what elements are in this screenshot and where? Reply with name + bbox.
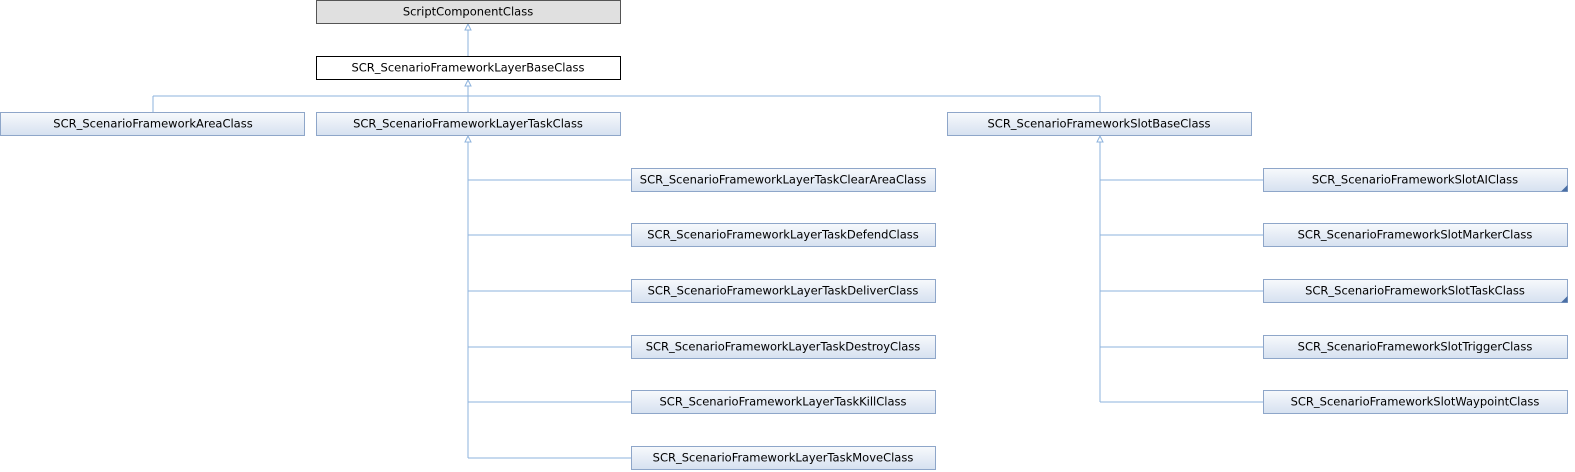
class-node-task-deliver[interactable]: SCR_ScenarioFrameworkLayerTaskDeliverCla… — [631, 279, 936, 303]
has-subclasses-indicator-icon — [1561, 185, 1568, 192]
class-node-task-kill[interactable]: SCR_ScenarioFrameworkLayerTaskKillClass — [631, 390, 936, 414]
class-node-label: SCR_ScenarioFrameworkSlotTriggerClass — [1298, 340, 1533, 354]
class-node-label: SCR_ScenarioFrameworkLayerBaseClass — [351, 61, 584, 75]
class-node-task-move[interactable]: SCR_ScenarioFrameworkLayerTaskMoveClass — [631, 446, 936, 470]
class-node-task-defend[interactable]: SCR_ScenarioFrameworkLayerTaskDefendClas… — [631, 223, 936, 247]
class-node-label: ScriptComponentClass — [403, 5, 533, 19]
class-node-label: SCR_ScenarioFrameworkLayerTaskMoveClass — [653, 451, 914, 465]
class-node-label: SCR_ScenarioFrameworkLayerTaskKillClass — [660, 395, 907, 409]
class-node-label: SCR_ScenarioFrameworkSlotWaypointClass — [1291, 395, 1540, 409]
arrowhead-root — [464, 22, 472, 31]
class-node-slot-ai[interactable]: SCR_ScenarioFrameworkSlotAIClass — [1263, 168, 1568, 192]
class-node-slot-task[interactable]: SCR_ScenarioFrameworkSlotTaskClass — [1263, 279, 1568, 303]
has-subclasses-indicator-icon — [1561, 296, 1568, 303]
class-node-layer-base: SCR_ScenarioFrameworkLayerBaseClass — [316, 56, 621, 80]
class-node-task-clear-area[interactable]: SCR_ScenarioFrameworkLayerTaskClearAreaC… — [631, 168, 936, 192]
class-node-label: SCR_ScenarioFrameworkSlotAIClass — [1312, 173, 1518, 187]
arrowhead-slot-base — [1096, 134, 1104, 143]
class-node-label: SCR_ScenarioFrameworkLayerTaskDestroyCla… — [646, 340, 921, 354]
class-node-area[interactable]: SCR_ScenarioFrameworkAreaClass — [0, 112, 305, 136]
class-node-slot-waypoint[interactable]: SCR_ScenarioFrameworkSlotWaypointClass — [1263, 390, 1568, 414]
arrowhead-layer-task — [464, 134, 472, 143]
class-node-slot-trigger[interactable]: SCR_ScenarioFrameworkSlotTriggerClass — [1263, 335, 1568, 359]
class-node-slot-marker[interactable]: SCR_ScenarioFrameworkSlotMarkerClass — [1263, 223, 1568, 247]
class-node-task-destroy[interactable]: SCR_ScenarioFrameworkLayerTaskDestroyCla… — [631, 335, 936, 359]
class-node-label: SCR_ScenarioFrameworkLayerTaskDefendClas… — [647, 228, 919, 242]
class-node-label: SCR_ScenarioFrameworkAreaClass — [53, 117, 252, 131]
class-node-label: SCR_ScenarioFrameworkLayerTaskClearAreaC… — [640, 173, 926, 187]
class-node-label: SCR_ScenarioFrameworkSlotTaskClass — [1305, 284, 1525, 298]
class-node-label: SCR_ScenarioFrameworkLayerTaskClass — [353, 117, 583, 131]
class-node-label: SCR_ScenarioFrameworkSlotBaseClass — [987, 117, 1210, 131]
inheritance-edges — [152, 22, 1263, 459]
class-node-label: SCR_ScenarioFrameworkLayerTaskDeliverCla… — [648, 284, 919, 298]
class-node-root[interactable]: ScriptComponentClass — [316, 0, 621, 24]
class-node-layer-task[interactable]: SCR_ScenarioFrameworkLayerTaskClass — [316, 112, 621, 136]
class-node-label: SCR_ScenarioFrameworkSlotMarkerClass — [1298, 228, 1533, 242]
arrowhead-layer-base — [464, 78, 472, 87]
class-node-slot-base[interactable]: SCR_ScenarioFrameworkSlotBaseClass — [947, 112, 1252, 136]
